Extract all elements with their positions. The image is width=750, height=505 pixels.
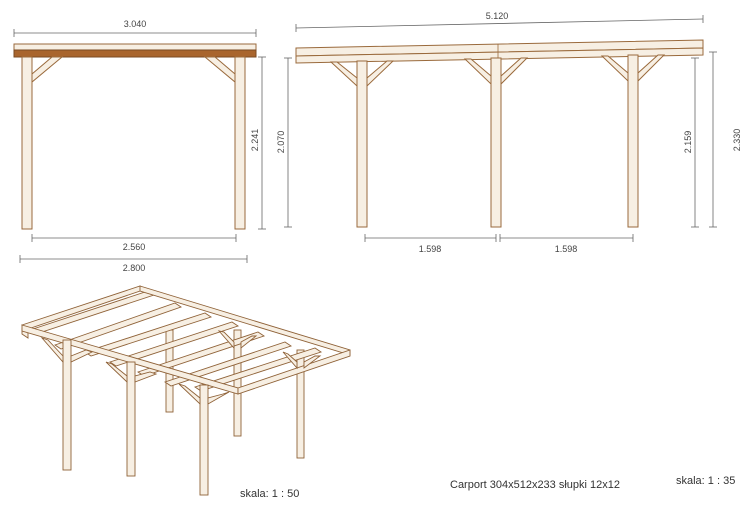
iso-post-front-right [199, 384, 209, 496]
front-outer-width-label: 2.800 [123, 263, 146, 273]
front-left-post [21, 56, 33, 230]
caption-title: Carport 304x512x233 słupki 12x12 [450, 479, 620, 491]
side-left-height-label: 2.070 [276, 131, 286, 154]
front-view: 3.040 2.241 2.560 2.800 [13, 19, 266, 273]
iso-post-front-middle [126, 361, 136, 477]
front-width-label: 3.040 [124, 19, 147, 29]
side-post-3 [627, 54, 639, 228]
front-height-label: 2.241 [250, 129, 260, 152]
side-span-2-label: 1.598 [555, 244, 578, 254]
side-view: 5.120 2.070 2.159 2.330 [276, 11, 742, 254]
side-span-1-label: 1.598 [419, 244, 442, 254]
iso-post-front-left [62, 339, 72, 471]
front-roof-beam [13, 49, 257, 58]
scale-left-label: skala: 1 : 50 [240, 488, 299, 500]
side-post-1 [356, 60, 368, 228]
front-right-post [234, 56, 246, 230]
front-inner-width-label: 2.560 [123, 242, 146, 252]
side-length-label: 5.120 [486, 11, 509, 21]
side-post-2 [490, 57, 502, 228]
side-right-total-height-label: 2.330 [732, 129, 742, 152]
isometric-view [20, 285, 351, 496]
side-right-inner-height-label: 2.159 [683, 131, 693, 154]
scale-right-label: skala: 1 : 35 [676, 475, 735, 487]
